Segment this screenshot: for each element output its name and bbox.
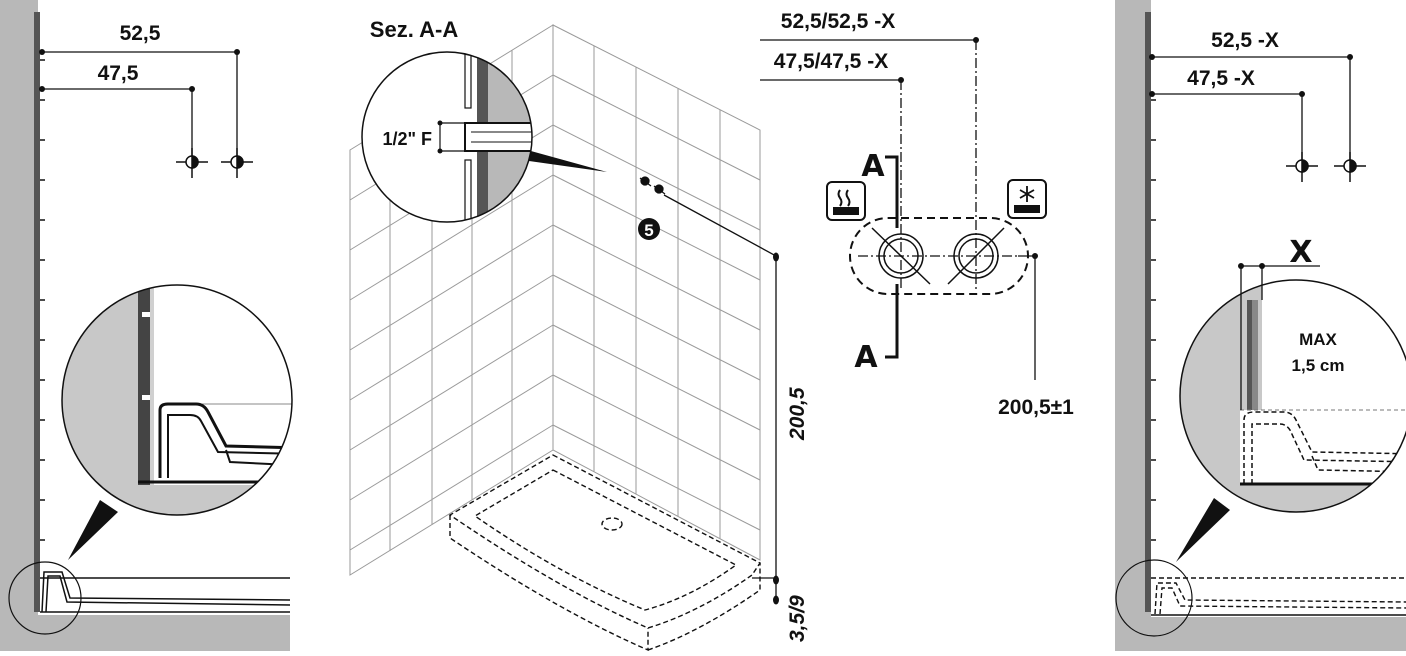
right-zoom-pointer — [1176, 498, 1230, 562]
thread-label: 1/2" F — [382, 129, 432, 149]
left-dimensions — [42, 51, 238, 160]
right-wall-tiles-grid — [552, 24, 761, 561]
valve-ports — [871, 227, 1005, 285]
right-dim-inner-label: 47,5 -X — [1187, 67, 1255, 90]
hot-water-icon — [826, 181, 866, 221]
right-dim-dots — [1149, 54, 1353, 97]
right-dimensions — [1152, 56, 1351, 160]
left-outlet-symbols — [176, 148, 253, 178]
right-zoom-marker — [1115, 559, 1193, 637]
max-value: 1,5 cm — [1292, 356, 1345, 375]
left-floor — [0, 615, 290, 651]
x-label: X — [1289, 235, 1312, 270]
x-dimension — [1240, 265, 1320, 410]
center-tray-label: 3,5/9 — [786, 595, 809, 642]
right-wall-ticks — [1151, 99, 1156, 541]
valve-height-label: 200,5±1 — [998, 396, 1074, 419]
section-zoom-pointer — [520, 148, 607, 172]
valve-dim-dots — [898, 37, 1038, 259]
center-height-dimension — [663, 194, 777, 600]
center-dim-dots — [773, 252, 779, 605]
cold-water-icon — [1007, 179, 1047, 219]
section-title: Sez. A-A — [370, 17, 459, 42]
right-tray — [1151, 577, 1406, 615]
left-detail-circle — [61, 284, 293, 516]
max-label: MAX — [1299, 330, 1337, 349]
right-detail-circle — [1179, 279, 1406, 513]
center-height-label: 200,5 — [786, 387, 809, 441]
left-zoom-marker — [8, 561, 82, 635]
step-number-badge — [638, 218, 660, 240]
section-marker-top: A — [861, 149, 885, 184]
left-wall — [0, 0, 38, 651]
shower-tray — [448, 454, 762, 652]
wall-outlets — [639, 176, 666, 195]
right-wall-tiles — [1145, 12, 1151, 612]
left-wall-ticks — [40, 59, 45, 541]
left-dim-inner-label: 47,5 — [98, 62, 139, 85]
left-panel: 52,5 47,5 — [0, 0, 293, 651]
valve-panel: 52,5/52,5 -X 47,5/47,5 -X A A — [760, 10, 1074, 419]
right-panel: MAX 1,5 cm X 52,5 -X 47,5 -X — [1115, 0, 1406, 651]
left-zoom-pointer — [68, 500, 118, 560]
right-outlet-symbols — [1286, 152, 1366, 182]
left-dim-dots — [39, 49, 240, 92]
step-number: 5 — [644, 221, 653, 240]
valve-dim-inner-label: 47,5/47,5 -X — [774, 50, 888, 73]
left-wall-tiles — [34, 12, 40, 612]
section-marker-lines — [885, 155, 899, 359]
valve-plate-outline — [849, 217, 1029, 295]
center-panel: 5 200,5 3,5/9 — [349, 17, 809, 652]
valve-dim-outer-label: 52,5/52,5 -X — [781, 10, 895, 33]
right-dim-outer-label: 52,5 -X — [1211, 29, 1279, 52]
right-floor — [1115, 617, 1406, 651]
section-marker-bottom: A — [854, 340, 878, 375]
left-tray — [40, 571, 291, 613]
left-dim-outer-label: 52,5 — [120, 22, 161, 45]
